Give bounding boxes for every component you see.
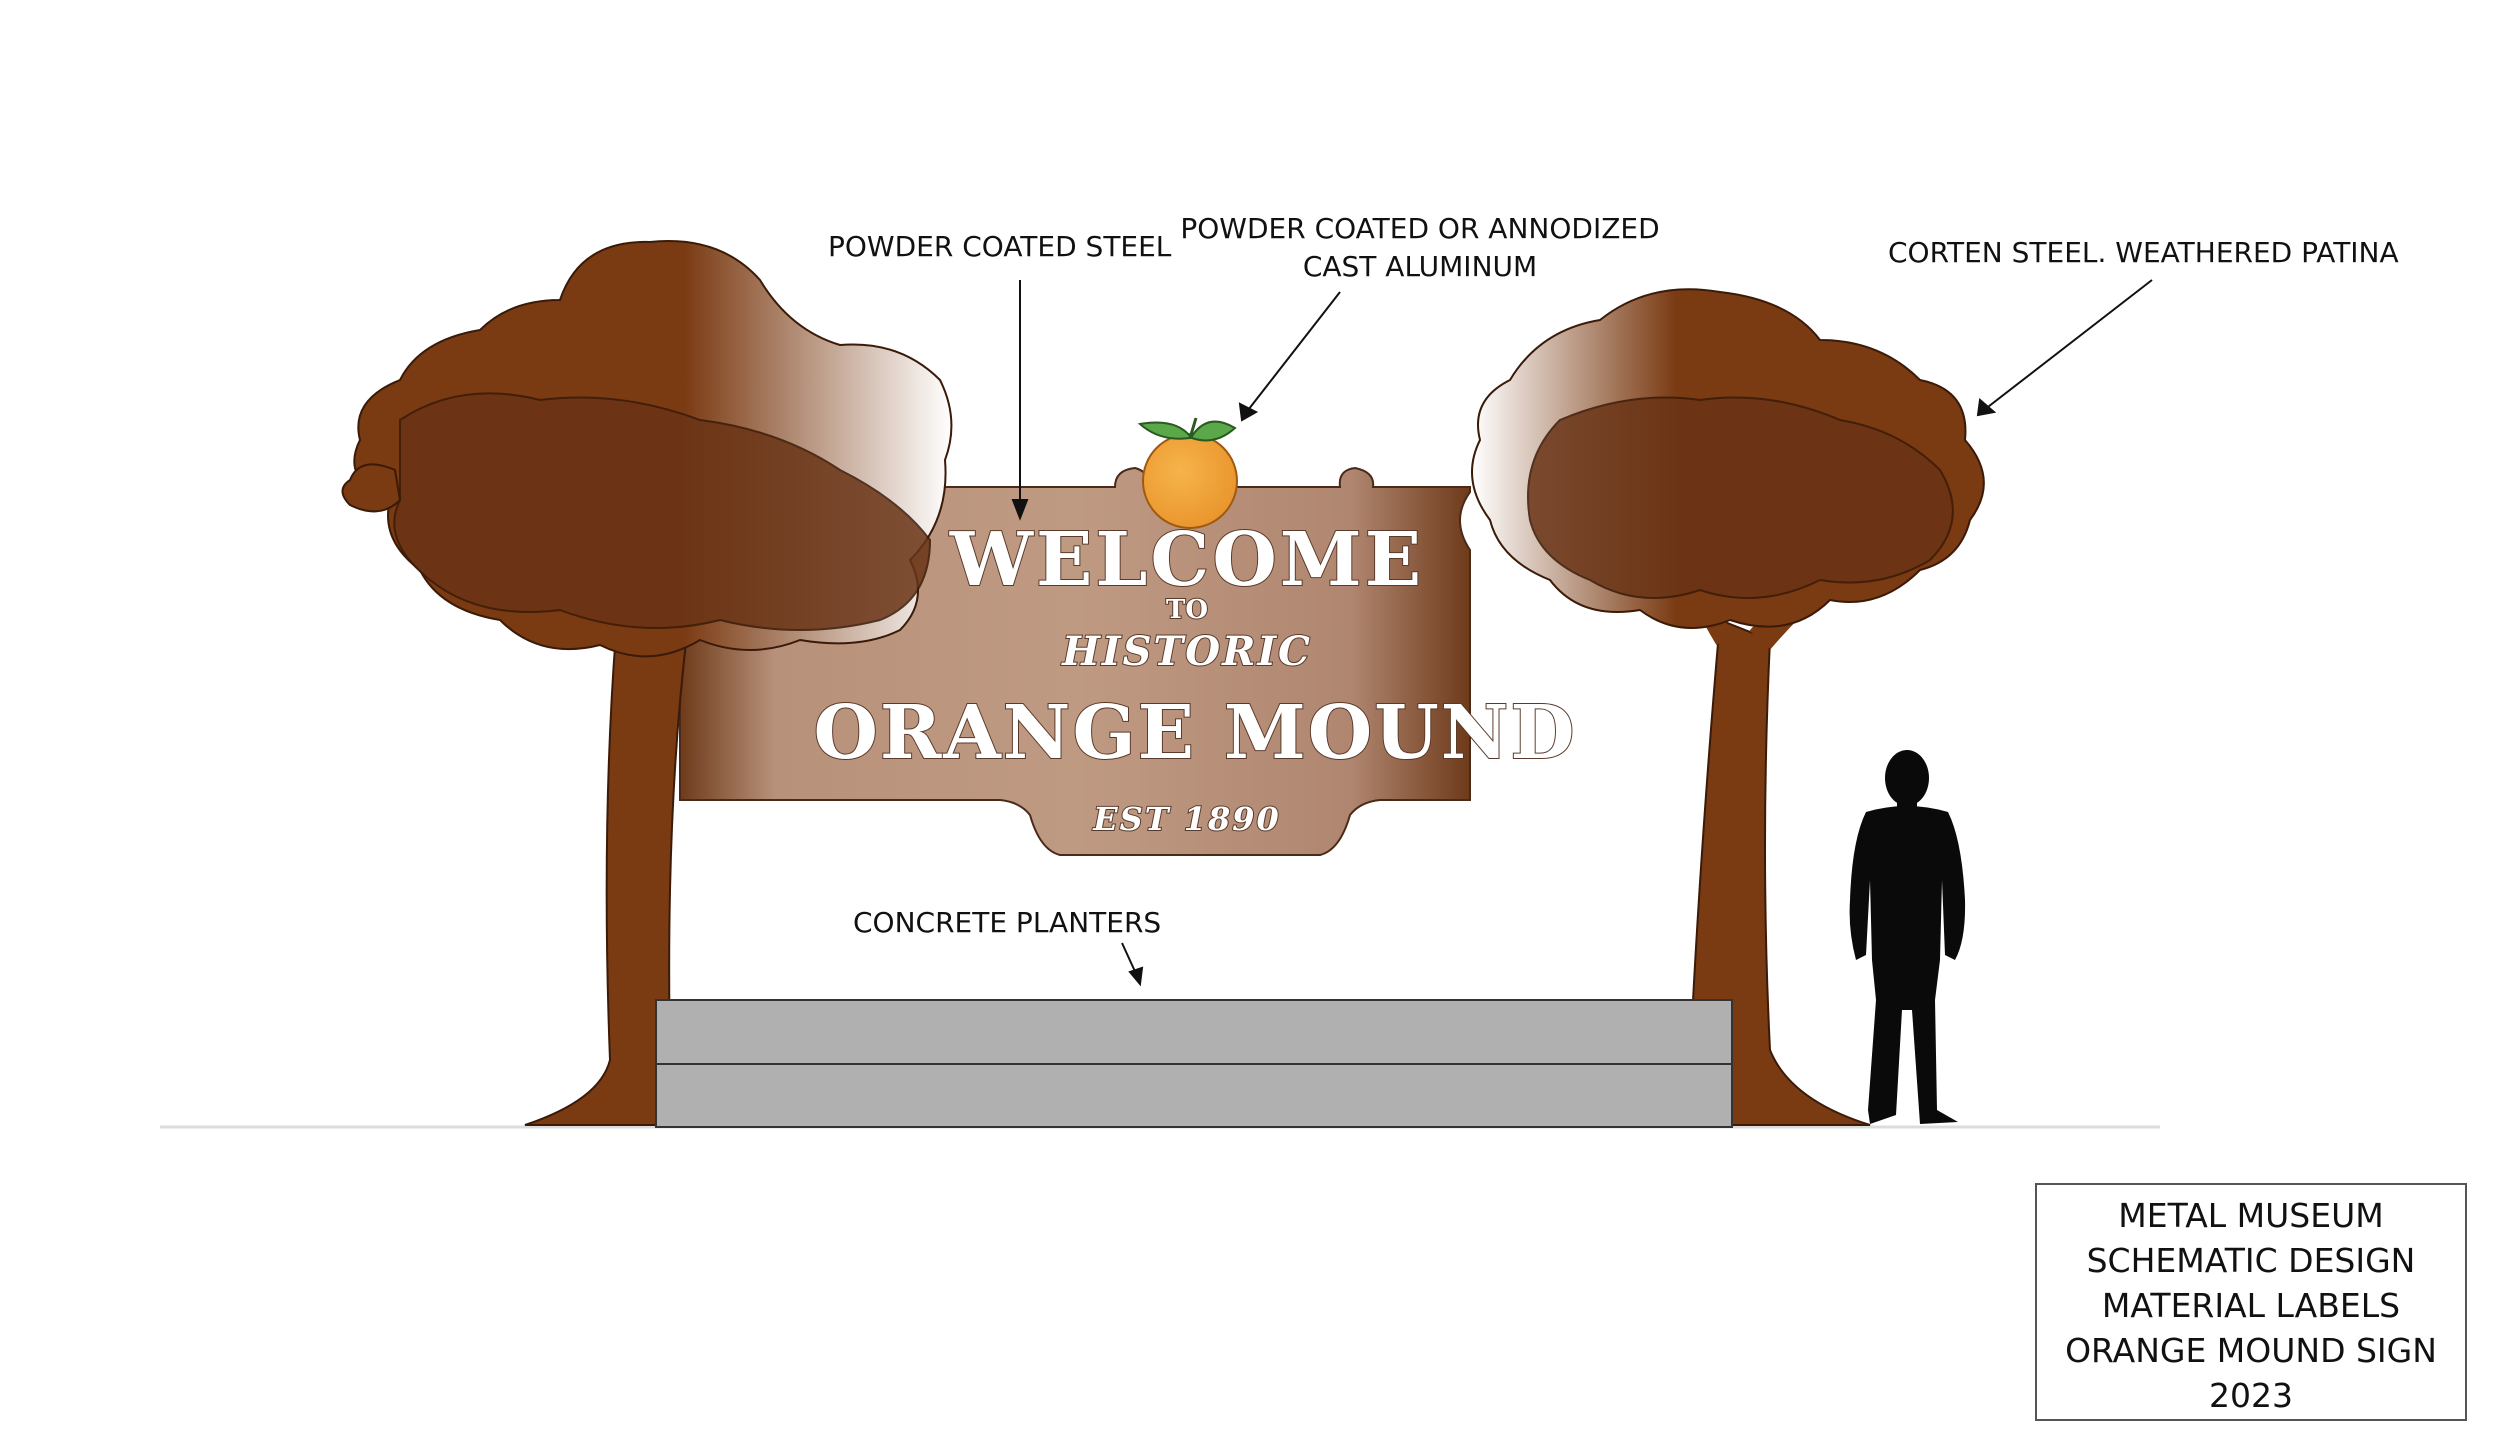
title-block-line2: SCHEMATIC DESIGN (2086, 1241, 2416, 1280)
sign-welcome-text: WELCOME (949, 517, 1424, 603)
leader-arrows (1011, 279, 2153, 987)
callout-powder-coated-steel: POWDER COATED STEEL (828, 230, 1172, 263)
title-block: METAL MUSEUM SCHEMATIC DESIGN MATERIAL L… (2035, 1183, 2467, 1421)
title-block-line3: MATERIAL LABELS (2101, 1286, 2401, 1325)
callout-cast-aluminum-line2: CAST ALUMINUM (1302, 250, 1538, 283)
right-tree (1471, 288, 1985, 1126)
sign-historic-text: HISTORIC (1061, 628, 1312, 675)
callout-cast-aluminum-line1: POWDER COATED OR ANNODIZED (1180, 212, 1660, 245)
sign-to-text: TO (1166, 595, 1208, 625)
title-block-line4: ORANGE MOUND SIGN (2065, 1331, 2437, 1370)
title-block-line5: 2023 (2209, 1376, 2293, 1415)
callout-concrete-planters: CONCRETE PLANTERS (853, 906, 1162, 939)
person-silhouette (1849, 750, 1966, 1124)
orange-ornament (1137, 417, 1238, 529)
callout-corten-steel: CORTEN STEEL. WEATHERED PATINA (1888, 236, 2399, 269)
left-tree (341, 240, 953, 1126)
sign-orange-mound-text: ORANGE MOUND (813, 690, 1576, 776)
title-block-line1: METAL MUSEUM (2118, 1196, 2384, 1235)
concrete-planters (655, 999, 1733, 1128)
sign-est-text: EST 1890 (1092, 800, 1281, 838)
callout-cast-aluminum: POWDER COATED OR ANNODIZED CAST ALUMINUM (1180, 210, 1660, 286)
